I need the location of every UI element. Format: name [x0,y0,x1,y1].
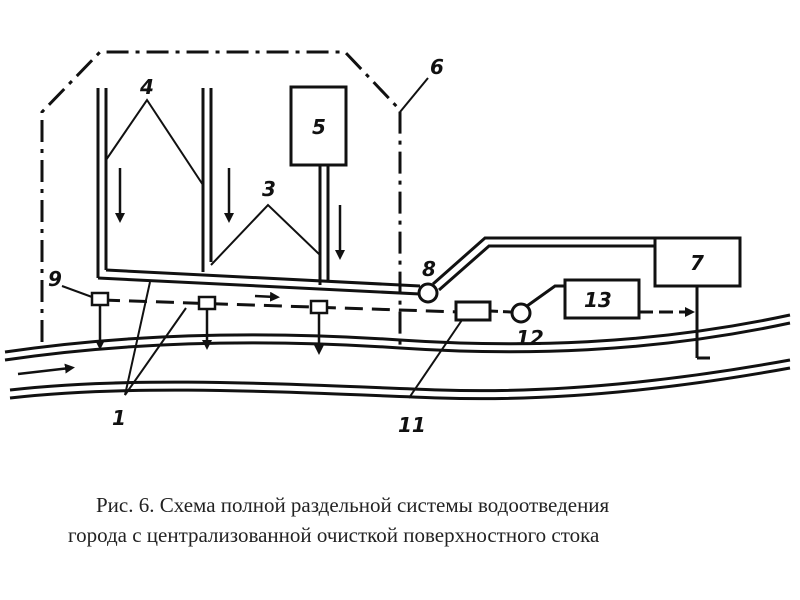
caption-line-2: города с централизованной очисткой повер… [68,523,600,547]
label-9: 9 [48,267,62,291]
label-6: 6 [430,55,444,79]
storm-chambers [90,291,329,315]
pump-12 [510,302,532,324]
box-13 [563,278,641,320]
outfall-arrows [95,305,324,355]
river-bank-top-outer [4,313,791,354]
box-5-label: 5 [312,115,326,139]
label-12: 12 [516,326,544,350]
river-flow-arrow [17,363,75,376]
label-3: 3 [262,177,276,201]
sewer-system-diagram: 5 7 13 1 3 4 6 8 9 11 12 [4,50,791,437]
domestic-sewer-network [96,88,655,296]
pump-station-8 [417,282,439,304]
leader-lines [61,77,463,399]
label-1: 1 [112,406,126,430]
label-8: 8 [422,257,436,281]
label-4: 4 [139,75,154,99]
label-11: 11 [398,413,426,437]
city-boundary [40,50,402,345]
figure-caption: Рис. 6. Схема полной раздельной системы … [40,490,780,550]
box-5 [289,85,348,167]
river-bank-top-inner [4,321,791,362]
tank-11 [454,300,492,322]
caption-line-1: Рис. 6. Схема полной раздельной системы … [96,493,610,517]
storm-flow-arrow [254,291,280,302]
box-7-label: 7 [690,251,704,275]
storm-sewer-network [101,298,461,314]
box-13-label: 13 [584,288,612,312]
box-7 [653,236,742,288]
river-bank-bottom-outer [9,366,791,401]
